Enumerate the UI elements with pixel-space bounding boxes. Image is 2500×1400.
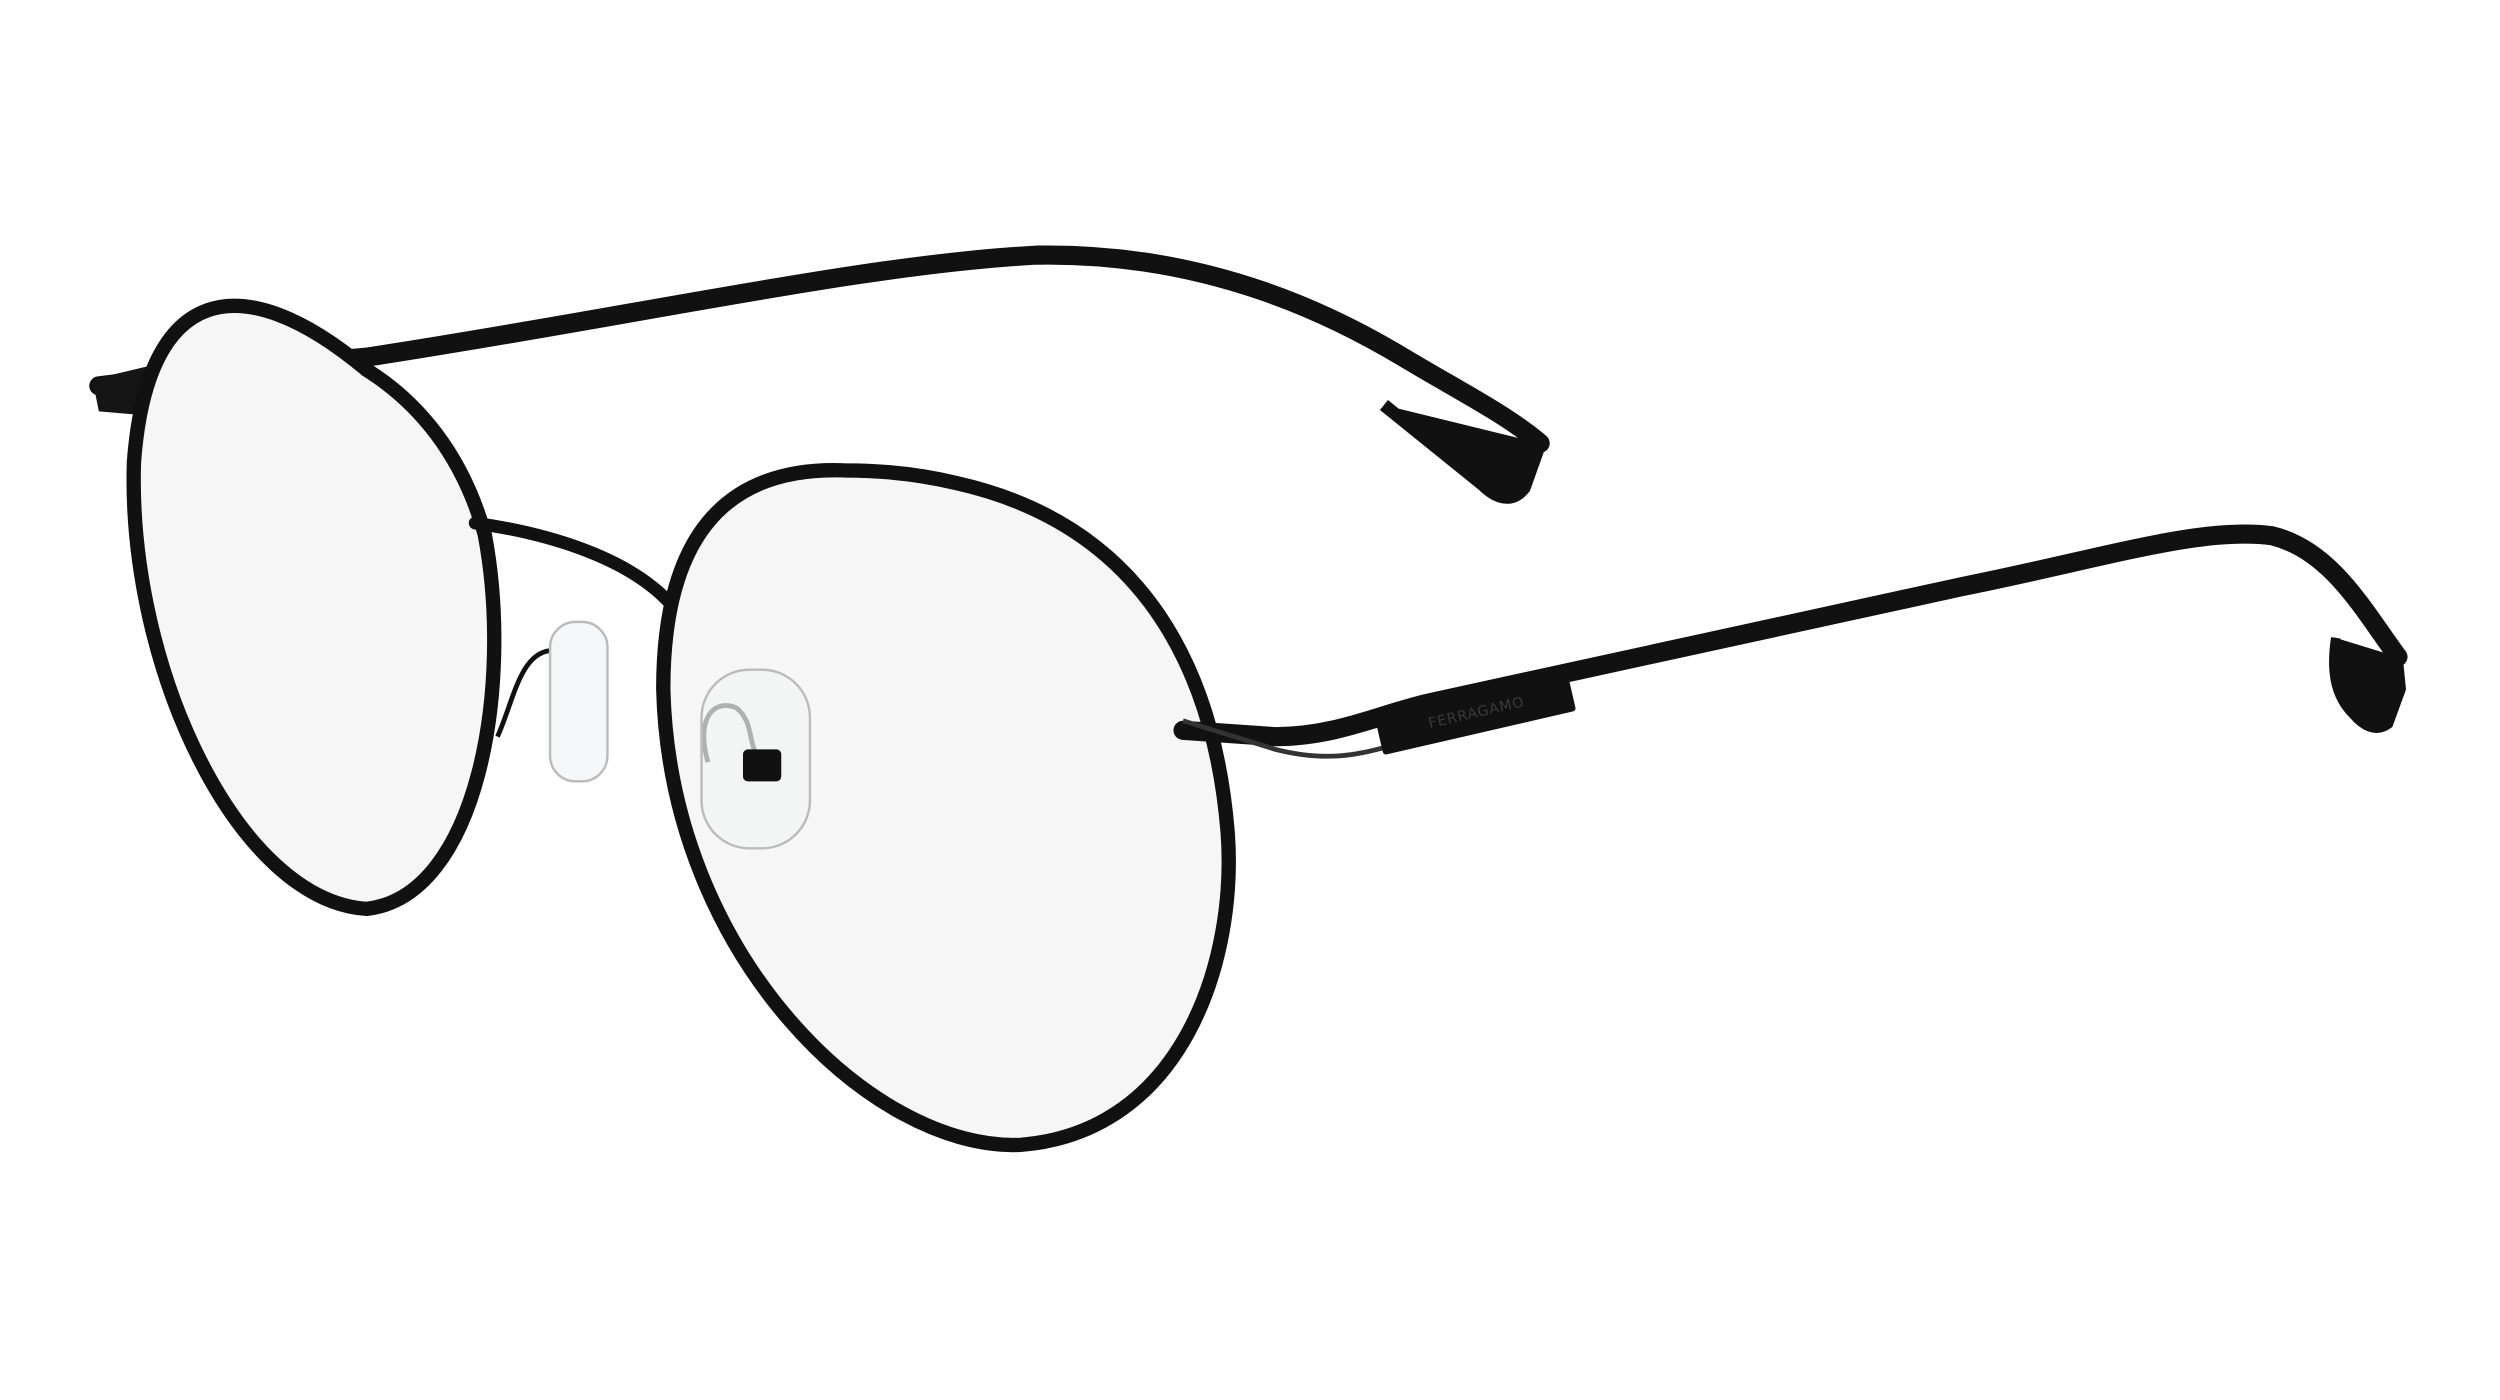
nose-pads: [495, 620, 812, 850]
right-lens: [656, 463, 1236, 1153]
front-temple: FERRAGAMO: [1173, 524, 2408, 759]
left-lens: [126, 298, 502, 917]
bridge: [468, 516, 677, 610]
temple-logo-block: FERRAGAMO: [1374, 667, 1576, 755]
